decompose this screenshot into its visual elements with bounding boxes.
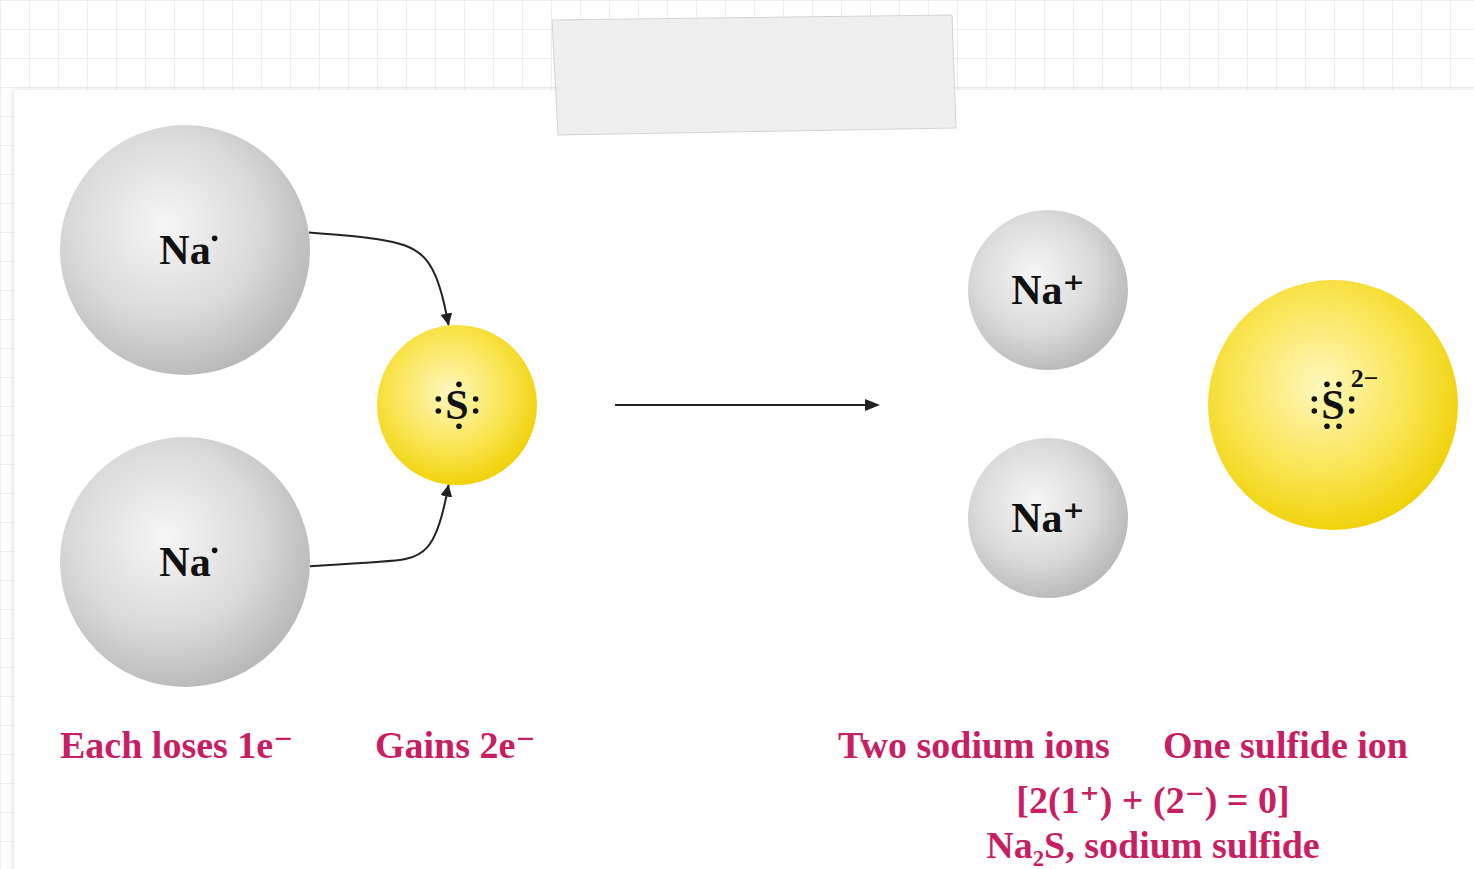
caption-label: Each loses 1e⁻ xyxy=(60,726,293,764)
atom-circle xyxy=(1208,280,1458,530)
sodium-atom: Na xyxy=(60,125,310,375)
tape-strip xyxy=(552,15,956,135)
atom-circle xyxy=(60,437,310,687)
element-symbol: S xyxy=(445,384,468,426)
electron-dot xyxy=(1349,408,1355,414)
caption-label: Gains 2e⁻ xyxy=(375,726,535,764)
electron-transfer-arrow xyxy=(309,233,449,326)
electron-dot xyxy=(473,396,479,402)
ion-charge: 2− xyxy=(1351,366,1379,392)
element-symbol: Na⁺ xyxy=(1011,497,1085,539)
sodium-ion: Na⁺ xyxy=(968,210,1128,370)
symbol-group: Na xyxy=(159,229,210,271)
electron-dot xyxy=(436,408,442,414)
sodium-atom: Na xyxy=(60,437,310,687)
electron-dot xyxy=(212,236,218,242)
sodium-ion: Na⁺ xyxy=(968,438,1128,598)
symbol-group: S xyxy=(445,384,468,426)
electron-dot xyxy=(1349,396,1355,402)
electron-dot xyxy=(1312,396,1318,402)
atom-circle xyxy=(60,125,310,375)
symbol-group: Na xyxy=(159,541,210,583)
electron-dot xyxy=(212,548,218,554)
element-symbol: Na xyxy=(159,229,210,271)
sulfide-ion: S 2− xyxy=(1208,280,1458,530)
caption-label: Na₂S, sodium sulfide xyxy=(986,826,1319,864)
caption-label: [2(1⁺) + (2⁻) = 0] xyxy=(1016,781,1289,819)
caption-label: One sulfide ion xyxy=(1163,726,1408,764)
atom-circle xyxy=(968,210,1128,370)
caption-label: Two sodium ions xyxy=(838,726,1110,764)
atom-circle xyxy=(968,438,1128,598)
electron-dot xyxy=(1312,408,1318,414)
electron-dot xyxy=(473,408,479,414)
sulfur-atom: S xyxy=(377,325,537,485)
atom-circle xyxy=(377,325,537,485)
white-panel xyxy=(14,90,1474,869)
symbol-group: S2− xyxy=(1321,384,1344,426)
electron-dot xyxy=(436,396,442,402)
element-symbol: Na⁺ xyxy=(1011,269,1085,311)
symbol-group: Na⁺ xyxy=(1011,497,1085,539)
element-symbol: Na xyxy=(159,541,210,583)
reaction-arrow xyxy=(615,399,880,411)
symbol-group: Na⁺ xyxy=(1011,269,1085,311)
electron-transfer-arrow xyxy=(310,485,449,567)
element-symbol: S xyxy=(1321,384,1344,426)
